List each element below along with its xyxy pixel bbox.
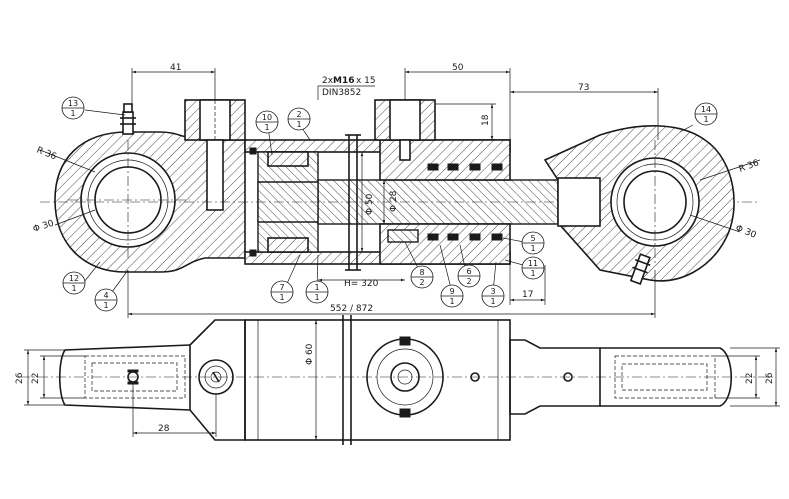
balloon-2: 2 1 [287,107,311,131]
balloon-13: 13 1 [61,96,85,120]
balloon-9: 9 1 [440,284,464,308]
width-left-22: 22 [31,373,41,384]
thread-standard: DIN3852 [322,88,361,98]
width-right-26: 26 [765,372,775,384]
balloon-11: 11 1 [521,256,545,280]
svg-text:1: 1 [70,109,75,118]
width-left-26: 26 [15,372,25,384]
balloon-14: 14 1 [694,102,718,126]
radius-left: R 36 [35,146,58,163]
stroke-h320: H= 320 [344,279,379,289]
svg-text:14: 14 [701,105,711,114]
svg-text:7: 7 [279,283,284,292]
svg-text:9: 9 [449,287,454,296]
section-view [40,99,760,285]
svg-text:13: 13 [68,99,78,108]
dim-73: 73 [578,83,589,93]
dimensions-top: 41 50 73 2x M16 x 15 DIN3852 18 R 36 Φ 3… [32,63,761,318]
balloon-10: 10 1 [255,110,279,134]
svg-text:1: 1 [103,301,108,310]
svg-text:1: 1 [279,293,284,302]
thread-prefix: 2x [322,76,334,86]
piston-seal-bottom [267,237,309,253]
balloon-12: 12 1 [62,271,86,295]
svg-text:1: 1 [449,297,454,306]
svg-text:1: 1 [296,120,301,129]
svg-text:2: 2 [419,278,424,287]
svg-text:11: 11 [528,259,538,268]
svg-text:12: 12 [69,274,79,283]
dia-right: Φ 30 [734,224,758,241]
thread-suffix: x 15 [356,76,376,86]
thread-size: M16 [333,76,354,86]
dim-50: 50 [452,63,464,73]
dia-60: Φ 60 [305,343,315,365]
radius-right: R 36 [738,158,761,175]
top-view: Φ 60 26 22 22 26 [15,315,780,445]
width-right-22: 22 [745,373,755,384]
svg-text:1: 1 [530,269,535,278]
dia-left: Φ 30 [32,219,56,235]
svg-text:2: 2 [296,110,301,119]
dia-50: Φ 50 [365,193,375,215]
break-lines [345,134,361,271]
balloon-1: 1 1 [305,280,329,304]
front-gland-bottom [379,223,511,265]
rod-lug [600,347,732,407]
rear-lug [58,344,191,411]
balloon-7: 7 1 [270,280,294,304]
svg-text:1: 1 [264,123,269,132]
balloon-6: 6 2 [457,264,481,288]
balloon-4: 4 1 [94,288,118,312]
svg-text:8: 8 [419,268,424,277]
svg-text:1: 1 [71,284,76,293]
piston-seal-top [267,151,309,167]
grease-nipple-left [120,103,136,135]
dia-28: Φ 28 [389,190,399,212]
svg-text:5: 5 [530,234,535,243]
svg-text:6: 6 [466,267,471,276]
svg-text:2: 2 [466,277,471,286]
balloon-3: 3 1 [481,284,505,308]
svg-text:1: 1 [314,283,319,292]
balloon-8: 8 2 [410,265,434,289]
grease-nipple-right [629,253,651,285]
dim-41: 41 [170,63,181,73]
part-balloons: 13 1 10 1 2 1 14 1 12 1 [61,96,718,312]
svg-text:1: 1 [490,297,495,306]
dim-17: 17 [522,290,533,300]
svg-text:3: 3 [490,287,495,296]
balloon-5: 5 1 [521,231,545,255]
svg-text:1: 1 [703,115,708,124]
dim-28: 28 [158,424,170,434]
svg-text:4: 4 [103,291,108,300]
dim-18: 18 [481,114,491,126]
svg-text:1: 1 [530,244,535,253]
dim-total-length: 552 / 872 [330,304,373,314]
svg-text:1: 1 [314,293,319,302]
svg-text:10: 10 [262,113,272,122]
